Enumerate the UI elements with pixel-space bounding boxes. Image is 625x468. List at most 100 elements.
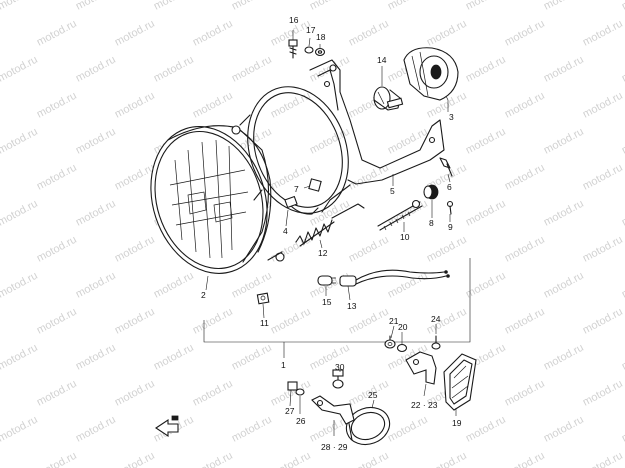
- watermark-text-82: motod.ru: [113, 234, 157, 265]
- watermark-text-78: motod.ru: [542, 198, 586, 229]
- callout-16: 16: [289, 15, 299, 25]
- watermark-text-19: motod.ru: [620, 0, 625, 13]
- watermark-text-48: motod.ru: [581, 90, 625, 121]
- watermark-text-132: motod.ru: [74, 414, 118, 445]
- watermark-text-119: motod.ru: [620, 342, 625, 373]
- watermark-text-77: motod.ru: [464, 198, 508, 229]
- watermark-text-18: motod.ru: [542, 0, 586, 13]
- callout-15: 15: [322, 297, 332, 307]
- callout-18: 18: [316, 32, 326, 42]
- reflector-bracket: [405, 335, 441, 385]
- callout-27: 27: [285, 406, 295, 416]
- callout-13: 13: [347, 301, 357, 311]
- watermark-text-92: motod.ru: [74, 270, 118, 301]
- watermark-text-97: motod.ru: [464, 270, 508, 301]
- watermark-text-134: motod.ru: [230, 414, 274, 445]
- headlight-housing-ring: [239, 86, 349, 215]
- watermark-text-44: motod.ru: [269, 90, 313, 121]
- callout-24: 24: [431, 314, 441, 324]
- callout-21: 21: [389, 316, 399, 326]
- side-reflector-bracket: [311, 369, 355, 425]
- watermark-text-107: motod.ru: [503, 306, 547, 337]
- watermark-text-141: motod.ru: [35, 450, 79, 468]
- watermark-text-93: motod.ru: [152, 270, 196, 301]
- assembly-bracket-line: [203, 258, 471, 358]
- callout-9: 9: [448, 222, 453, 232]
- callout-17: 17: [306, 25, 316, 35]
- watermark-text-71: motod.ru: [0, 198, 40, 229]
- headlight-lens-unit: [150, 125, 285, 274]
- screw-9: [446, 200, 454, 215]
- callout-25: 25: [368, 390, 378, 400]
- rear-reflector: [443, 353, 477, 411]
- watermark-text-81: motod.ru: [35, 234, 79, 265]
- watermark-text-28: motod.ru: [581, 18, 625, 49]
- callout-30: 30: [335, 362, 345, 372]
- screw-and-washers-top: [288, 39, 326, 59]
- watermark-text-102: motod.ru: [113, 306, 157, 337]
- callouts: 1 2 3 4 5 6 7 8 9 10 11 12 13 14 15 16 1…: [201, 15, 462, 452]
- watermark-text-128: motod.ru: [581, 378, 625, 409]
- watermark-text-115: motod.ru: [308, 342, 352, 373]
- watermark-text-118: motod.ru: [542, 342, 586, 373]
- watermark-text-99: motod.ru: [620, 270, 625, 301]
- callout-22-23: 22 · 23: [411, 400, 438, 410]
- watermark-text-32: motod.ru: [74, 54, 118, 85]
- pilot-socket-wire: [339, 269, 450, 287]
- watermark-text-27: motod.ru: [503, 18, 547, 49]
- watermark-text-101: motod.ru: [35, 306, 79, 337]
- callout-28-29: 28 · 29: [321, 442, 348, 452]
- callout-10: 10: [400, 232, 410, 242]
- watermark-text-120: motod.ru: [0, 378, 1, 409]
- callout-12: 12: [318, 248, 328, 258]
- callout-14: 14: [377, 55, 387, 65]
- callout-1: 1: [281, 360, 286, 370]
- watermark-text-140: motod.ru: [0, 450, 1, 468]
- watermark-text-22: motod.ru: [113, 18, 157, 49]
- watermark-text-145: motod.ru: [347, 450, 391, 468]
- watermark-text-33: motod.ru: [152, 54, 196, 85]
- watermark-text-16: motod.ru: [386, 0, 430, 13]
- callout-7: 7: [294, 184, 299, 194]
- watermark-text-62: motod.ru: [113, 162, 157, 193]
- watermark-text-68: motod.ru: [581, 162, 625, 193]
- watermark-text-108: motod.ru: [581, 306, 625, 337]
- watermark-text-88: motod.ru: [581, 234, 625, 265]
- watermark-text-11: motod.ru: [0, 0, 40, 13]
- watermark-text-13: motod.ru: [152, 0, 196, 13]
- watermark-text-59: motod.ru: [620, 126, 625, 157]
- watermark-text-122: motod.ru: [113, 378, 157, 409]
- watermark-text-40: motod.ru: [0, 90, 1, 121]
- watermark-text-136: motod.ru: [386, 414, 430, 445]
- callout-19: 19: [452, 418, 462, 428]
- watermark-text-61: motod.ru: [35, 162, 79, 193]
- watermark-text-139: motod.ru: [620, 414, 625, 445]
- watermark-text-31: motod.ru: [0, 54, 40, 85]
- pilot-bulb: [317, 275, 336, 286]
- headlight-bracket: [309, 59, 445, 213]
- watermark-text-51: motod.ru: [0, 126, 40, 157]
- adjust-knob: [423, 184, 439, 200]
- watermark-text-143: motod.ru: [191, 450, 235, 468]
- watermark-text-12: motod.ru: [74, 0, 118, 13]
- callout-8: 8: [429, 218, 434, 228]
- watermark-text-34: motod.ru: [230, 54, 274, 85]
- callout-5: 5: [390, 186, 395, 196]
- watermark-text-25: motod.ru: [347, 18, 391, 49]
- watermark-text-41: motod.ru: [35, 90, 79, 121]
- watermark-text-148: motod.ru: [581, 450, 625, 468]
- watermark-text-64: motod.ru: [269, 162, 313, 193]
- watermark-text-37: motod.ru: [464, 54, 508, 85]
- watermark-text-100: motod.ru: [0, 306, 1, 337]
- watermark-text-52: motod.ru: [74, 126, 118, 157]
- watermark-text-57: motod.ru: [464, 126, 508, 157]
- watermark-text-67: motod.ru: [503, 162, 547, 193]
- watermark-text-26: motod.ru: [425, 18, 469, 49]
- watermark-text-85: motod.ru: [347, 234, 391, 265]
- watermark-text-17: motod.ru: [464, 0, 508, 13]
- socket-cover: [403, 47, 459, 101]
- front-direction-arrow-icon: [155, 415, 179, 438]
- watermark-text-111: motod.ru: [0, 342, 40, 373]
